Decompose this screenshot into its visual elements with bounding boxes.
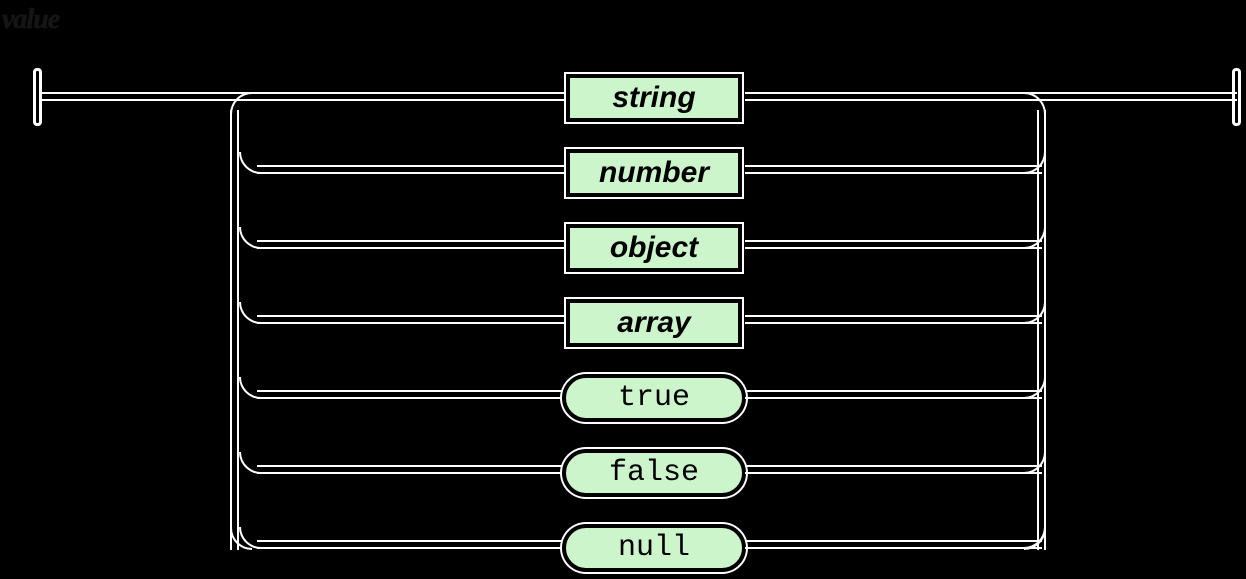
branch-rail-out-array — [745, 315, 1042, 324]
node-object-label: object — [609, 231, 699, 264]
branch-rail-in-false — [257, 465, 566, 474]
exit-rail — [745, 92, 1237, 101]
node-false-label: false — [608, 456, 699, 490]
branch-rail-in-null — [257, 540, 566, 549]
node-true-label: true — [617, 381, 690, 415]
node-null[interactable]: null — [562, 524, 746, 572]
branch-rail-in-array — [257, 315, 566, 324]
left-branch-spine — [230, 110, 239, 550]
node-string-label: string — [612, 81, 696, 114]
node-null-label: null — [617, 531, 690, 565]
node-number[interactable]: number — [566, 149, 742, 197]
node-object[interactable]: object — [566, 224, 742, 272]
branch-rail-in-true — [257, 390, 566, 399]
start-terminator — [33, 68, 42, 126]
branch-rail-out-false — [745, 465, 1042, 474]
branch-rail-out-true — [745, 390, 1042, 399]
branch-rail-out-null — [745, 540, 1042, 549]
branch-rail-out-object — [745, 240, 1042, 249]
branch-rail-in-number — [257, 165, 566, 174]
page-title: value — [2, 4, 60, 35]
node-array-label: array — [617, 306, 691, 339]
node-true[interactable]: true — [562, 374, 746, 422]
branch-rail-in-object — [257, 240, 566, 249]
end-terminator — [1232, 68, 1241, 126]
branch-rail-out-number — [745, 165, 1042, 174]
entry-rail — [41, 92, 566, 101]
node-number-label: number — [598, 156, 709, 189]
node-false[interactable]: false — [562, 449, 746, 497]
node-string[interactable]: string — [566, 74, 742, 122]
node-array[interactable]: array — [566, 299, 742, 347]
right-merge-spine — [1037, 110, 1046, 550]
